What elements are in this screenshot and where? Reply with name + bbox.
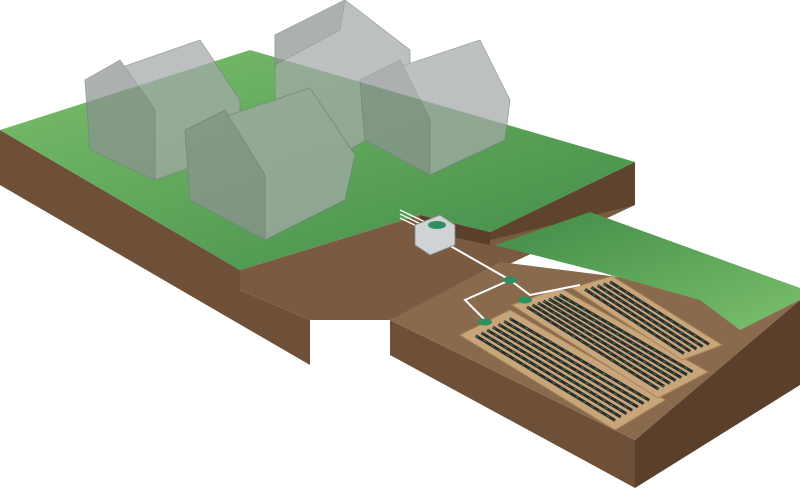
chamber-pipe <box>526 305 660 391</box>
valve-box-2 <box>518 296 532 304</box>
lateral-line <box>559 294 693 373</box>
valve-box-1 <box>478 318 492 326</box>
house-2 <box>84 39 241 181</box>
chamber-pipe <box>509 317 651 402</box>
lateral-line <box>543 300 676 381</box>
field-right-face <box>635 300 800 488</box>
lateral-line <box>486 329 627 415</box>
tank-lid <box>428 221 446 229</box>
house-4 <box>184 87 356 241</box>
field-grass <box>495 212 800 330</box>
house-3 <box>359 39 511 176</box>
houses <box>84 0 511 241</box>
lateral-line <box>584 288 685 354</box>
lateral-line <box>498 323 639 408</box>
treatment-tank <box>414 214 456 256</box>
lateral-line <box>492 326 633 411</box>
leach-beds <box>458 275 724 431</box>
lateral-line <box>548 298 682 379</box>
field-front-face <box>390 320 635 488</box>
lateral-line <box>591 287 691 352</box>
lateral-line <box>475 335 616 421</box>
distribution-line <box>509 279 581 297</box>
chamber-pipe <box>531 303 666 388</box>
lateral-line <box>603 283 703 348</box>
effluent-line <box>439 239 513 321</box>
main-lot-right-face <box>490 162 635 240</box>
lateral-line <box>537 302 671 384</box>
distribution-box <box>503 276 517 284</box>
chamber-pipe <box>503 320 645 405</box>
lateral-line <box>597 285 697 350</box>
lateral-line <box>554 296 688 376</box>
main-lot-left-face <box>0 130 310 365</box>
lateral-line <box>609 281 710 345</box>
lateral-line <box>481 332 622 418</box>
